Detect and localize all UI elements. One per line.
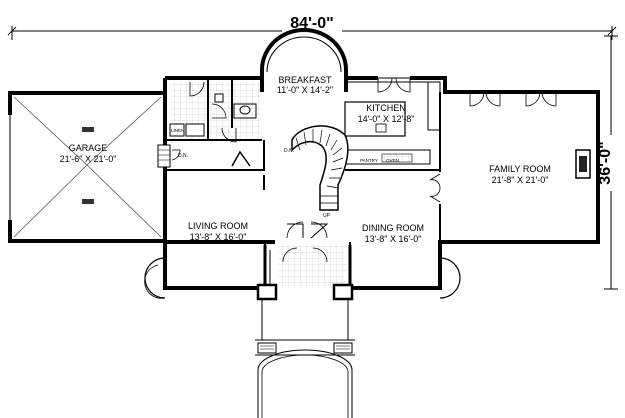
laundry-bath-area: LINEN D.N. [157, 80, 262, 168]
kitchen: KITCHEN 14'-0" X 12'-8" PANTRY OVEN [344, 76, 441, 165]
stairway: D.N. UP [284, 125, 349, 219]
garage-size: 21'-6" X 21'-0" [60, 154, 117, 164]
foyer [269, 221, 346, 287]
linen-label: LINEN [171, 128, 184, 133]
breakfast-name: BREAKFAST [278, 75, 332, 85]
stair-dn-label: D.N. [284, 148, 294, 154]
breakfast: BREAKFAST 11'-0" X 14'-2" [260, 28, 348, 95]
family-room-name: FAMILY ROOM [489, 164, 551, 174]
garage-name: GARAGE [69, 143, 108, 153]
garage: GARAGE 21'-6" X 21'-0" [7, 91, 167, 243]
interior-walls [165, 92, 441, 288]
living-room-size: 13'-8" X 16'-0" [190, 232, 247, 242]
dining-room-size: 13'-8" X 16'-0" [365, 234, 422, 244]
pantry-label: PANTRY [360, 158, 378, 163]
stair-up-label: UP [323, 213, 331, 219]
dining-room: DINING ROOM 13'-8" X 16'-0" [362, 223, 424, 244]
family-room: FAMILY ROOM 21'-8" X 21'-0" [469, 91, 591, 185]
dining-room-name: DINING ROOM [362, 223, 424, 233]
overall-depth-dimension: 36'-0" [597, 35, 622, 290]
overall-width-text: 84'-0" [290, 15, 333, 32]
living-room: LIVING ROOM 13'-8" X 16'-0" [188, 221, 248, 242]
oven-label: OVEN [386, 158, 399, 163]
breakfast-size: 11'-0" X 14'-2" [277, 85, 333, 95]
kitchen-name: KITCHEN [366, 103, 406, 113]
overall-depth-text: 36'-0" [597, 141, 614, 184]
living-room-name: LIVING ROOM [188, 221, 248, 231]
garage-step-dn: D.N. [178, 153, 188, 159]
front-porch [144, 257, 461, 418]
kitchen-size: 14'-0" X 12'-8" [358, 114, 415, 124]
family-room-size: 21'-8" X 21'-0" [492, 175, 549, 185]
